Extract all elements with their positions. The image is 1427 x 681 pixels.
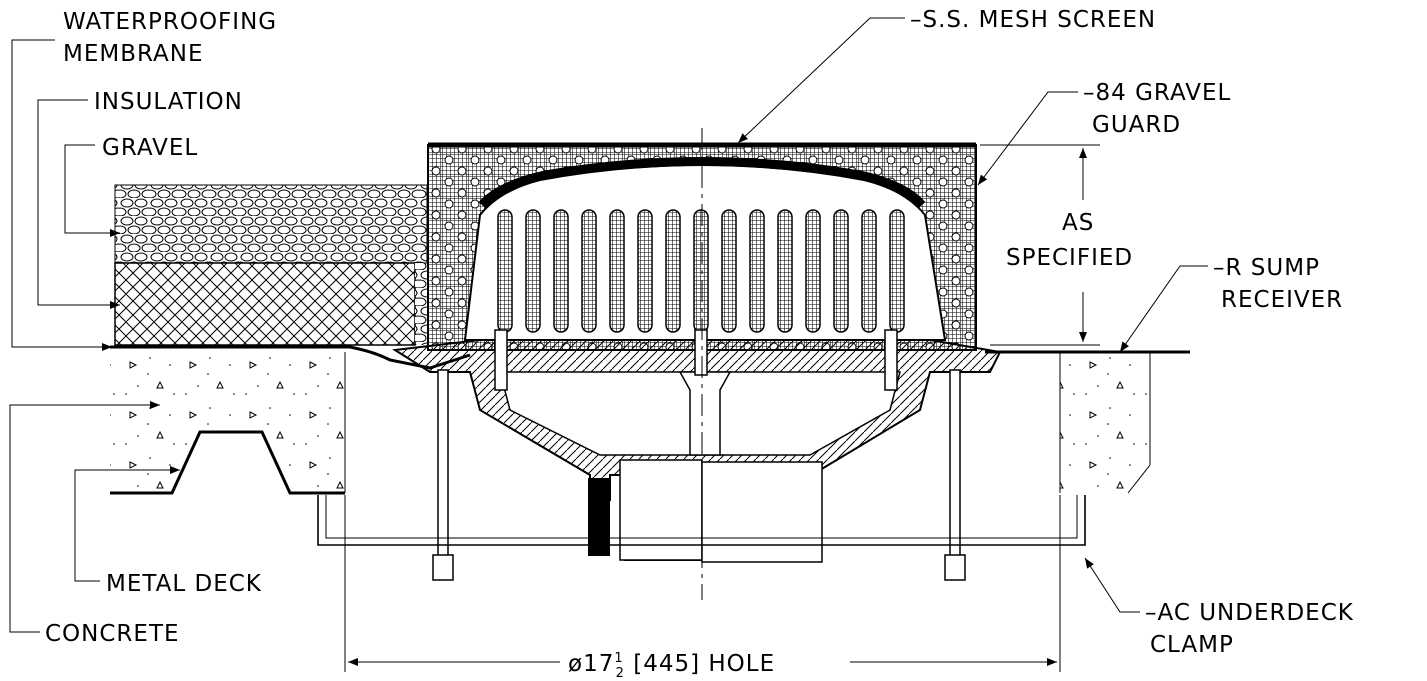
leader-clamp [1084,557,1140,613]
leader-gravel [64,144,120,237]
dome-bolt-right [884,329,898,391]
strainer-slot [889,209,905,333]
label-clamp-1: –AC UNDERDECK [1145,600,1354,626]
dome-bolt-center [694,329,708,376]
drain-dome [463,157,947,341]
leader-insulation [37,99,120,309]
drain-body [392,339,1002,563]
insulation-layer [114,262,416,346]
label-gravel-guard-2: GUARD [1092,112,1181,138]
strainer-slot [777,209,793,333]
label-waterproofing-1: WATERPROOFING [63,9,277,35]
clamp-bolt-right [944,369,966,581]
hole-fraction-den: 2 [616,666,625,681]
label-gravel: GRAVEL [102,135,198,161]
concrete-slab-right [1059,352,1151,494]
strainer-slot [609,209,625,333]
label-as-specified-2: SPECIFIED [1006,245,1133,271]
leader-waterproofing [11,39,112,351]
label-insulation: INSULATION [94,89,243,115]
leader-metal-deck [74,466,180,582]
label-sump-2: RECEIVER [1221,287,1343,313]
label-gravel-guard-1: –84 GRAVEL [1083,80,1231,106]
strainer-slot [805,209,821,333]
leader-mesh-screen [737,17,905,144]
strainer-slot [721,209,737,333]
hole-prefix: ø17 [568,651,614,677]
strainer-slot [637,209,653,333]
strainer-slot [749,209,765,333]
leader-gravel-guard [977,91,1078,186]
strainer-slot [693,209,709,333]
hole-fraction-num: 1 [614,651,623,666]
strainer-slot [861,209,877,333]
concrete-slab-left [110,352,346,493]
dome-bolt-left [494,329,508,391]
label-as-specified-1: AS [1062,210,1094,236]
strainer-slot [553,209,569,333]
label-concrete: CONCRETE [45,621,180,647]
metal-deck [110,430,345,495]
leader-concrete [9,401,160,633]
strainer-slot [525,209,541,333]
hole-suffix: [445] HOLE [625,651,775,677]
height-dimension [980,144,1100,346]
label-metal-deck: METAL DECK [106,571,262,597]
underdeck-clamp [317,495,1086,546]
label-clamp-2: CLAMP [1150,632,1234,658]
strainer-slot [833,209,849,333]
gravel-edge [415,263,429,345]
waterproofing-membrane [110,345,471,370]
strainer-slot [665,209,681,333]
label-mesh-screen: –S.S. MESH SCREEN [910,7,1156,33]
strainer-slot [497,209,513,333]
hole-dimension [344,495,1061,672]
strainer-slot [581,209,597,333]
label-sump-1: –R SUMP [1213,255,1320,281]
clamp-bolt-left [432,369,454,581]
leader-sump [1119,265,1208,353]
label-waterproofing-2: MEMBRANE [63,41,204,67]
gravel-layer [114,184,428,264]
